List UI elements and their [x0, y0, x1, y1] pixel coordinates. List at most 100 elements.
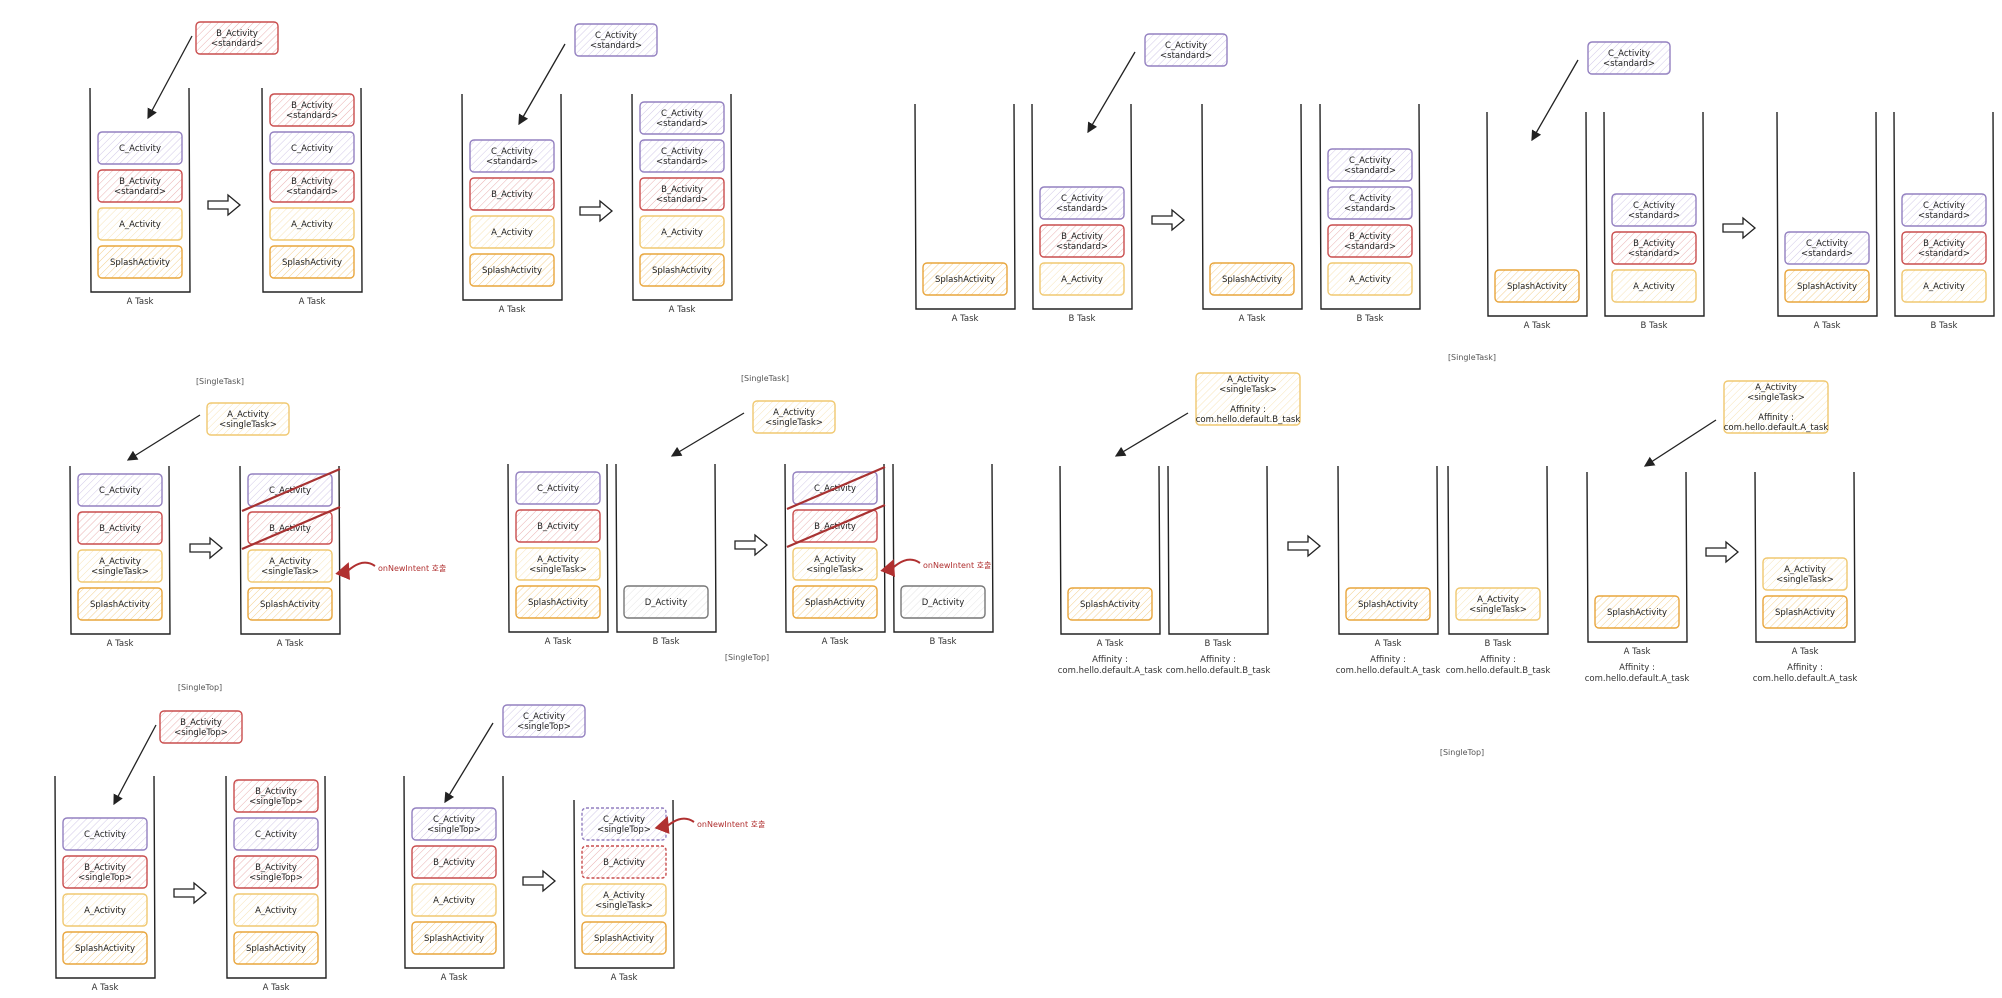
activity-card-bg [1195, 372, 1301, 426]
task-label: A Task [441, 973, 468, 983]
activity-card-bg [1039, 262, 1125, 296]
activity-label: <standard> [656, 157, 708, 167]
task-stack-outline [1167, 465, 1269, 635]
activity-label: <singleTop> [174, 728, 228, 738]
activity-card-splash: SplashActivity [1594, 595, 1680, 629]
activity-label: com.hello.default.B_task [1196, 415, 1301, 425]
task-affinity: Affinity : [1370, 655, 1406, 665]
activity-label: A_Activity [1633, 282, 1675, 292]
push-arrow [126, 414, 201, 461]
activity-card-a: A_Activity [97, 207, 183, 241]
activity-card-b: B_Activity<standard> [1611, 231, 1697, 265]
activity-card-splash: SplashActivity [97, 245, 183, 279]
on-new-intent-arrow [654, 816, 695, 834]
activity-label: C_Activity [1608, 49, 1650, 59]
task-stack-outline [239, 465, 341, 635]
activity-card-splash: SplashActivity [247, 587, 333, 621]
activity-card-bg [515, 509, 601, 543]
activity-card-bg [233, 817, 319, 851]
task-stack: B TaskC_Activity<standard>B_Activity<sta… [1893, 111, 1995, 331]
activity-card-a: A_Activity<singleTask> [581, 883, 667, 917]
activity-label: C_Activity [491, 147, 533, 157]
activity-card-bg [233, 779, 319, 813]
activity-card-bg [623, 585, 709, 619]
task-label: A Task [277, 639, 304, 649]
activity-label: <standard> [114, 187, 166, 197]
activity-label: A_Activity [1061, 275, 1103, 285]
activity-card-bg [1494, 269, 1580, 303]
activity-card-splash: SplashActivity [639, 253, 725, 287]
task-stack-outline [1337, 465, 1439, 635]
activity-card-bg [469, 177, 555, 211]
task-stack-outline [914, 103, 1016, 310]
task-label: A Task [1375, 639, 1402, 649]
activity-card-bg [1039, 224, 1125, 258]
activity-label: A_Activity [291, 220, 333, 230]
activity-label: <singleTask> [529, 565, 587, 575]
activity-label: B_Activity [1061, 232, 1103, 242]
activity-label: A_Activity [1349, 275, 1391, 285]
push-arrow [444, 722, 494, 804]
task-stack-outline [89, 87, 191, 293]
activity-card-a: A_Activity [62, 893, 148, 927]
activity-label: <standard> [590, 41, 642, 51]
activity-card-splash: SplashActivity [1762, 595, 1848, 629]
task-stack: B TaskC_Activity<standard>C_Activity<sta… [1319, 103, 1421, 324]
task-label: A Task [107, 639, 134, 649]
task-stack: A TaskC_ActivityB_ActivityA_Activity<sin… [239, 465, 341, 649]
task-stack: B TaskC_Activity<standard>B_Activity<sta… [1031, 103, 1133, 324]
activity-label: B_Activity [216, 29, 258, 39]
activity-card-splash: SplashActivity [1209, 262, 1295, 296]
activity-card-bg [639, 101, 725, 135]
task-stack-outline [507, 463, 609, 633]
task-stack: A TaskC_ActivityB_Activity<standard>A_Ac… [89, 87, 191, 307]
activity-label: B_Activity [537, 522, 579, 532]
activity-card-splash: SplashActivity [469, 253, 555, 287]
activity-label: <singleTask> [806, 565, 864, 575]
task-stack-outline [1059, 465, 1161, 635]
activity-card-a: A_Activity<singleTask> [77, 549, 163, 583]
activity-card-b: B_Activity<singleTop> [62, 855, 148, 889]
activity-label: <standard> [1056, 242, 1108, 252]
activity-card-bg [97, 245, 183, 279]
activity-card-bg [1455, 587, 1541, 621]
activity-card-a: A_Activity [269, 207, 355, 241]
push-arrow [1531, 59, 1579, 142]
activity-label: <standard> [1344, 204, 1396, 214]
task-stack: A TaskB_Activity<standard>C_ActivityB_Ac… [261, 87, 363, 307]
activity-card-bg [1345, 587, 1431, 621]
section-label-singletask: [SingleTask] [1448, 353, 1496, 362]
transition-arrow-icon [1287, 534, 1322, 558]
activity-card-splash: SplashActivity [1067, 587, 1153, 621]
push-arrow [670, 412, 745, 457]
on-new-intent-note: onNewIntent 호출 [697, 819, 765, 829]
transition-arrow-icon [1705, 540, 1740, 564]
activity-card-bg [792, 547, 878, 581]
activity-label: <singleTop> [249, 873, 303, 883]
activity-label: C_Activity [119, 144, 161, 154]
activity-label: B_Activity [255, 787, 297, 797]
task-stack-outline [225, 775, 327, 979]
activity-card-a: A_Activity [1901, 269, 1987, 303]
task-label: B Task [1069, 314, 1096, 324]
task-stack-outline [1776, 111, 1878, 317]
activity-card-c: C_Activity<standard> [574, 23, 658, 57]
task-stack-outline [1031, 103, 1133, 310]
activity-card-b: B_Activity<standard> [195, 21, 279, 55]
activity-label: D_Activity [645, 598, 688, 608]
removed-strike-line [241, 467, 341, 513]
activity-card-splash: SplashActivity [922, 262, 1008, 296]
activity-card-a: A_Activity [233, 893, 319, 927]
activity-label: <singleTask> [91, 567, 149, 577]
activity-card-d: D_Activity [900, 585, 986, 619]
activity-card-bg [77, 511, 163, 545]
activity-label: B_Activity [180, 718, 222, 728]
activity-label: SplashActivity [482, 266, 542, 276]
activity-card-b: B_Activity [411, 845, 497, 879]
on-new-intent-note: onNewIntent 호출 [923, 560, 991, 570]
activity-label: <singleTop> [597, 825, 651, 835]
activity-card-c: C_Activity [269, 131, 355, 165]
activity-label: A_Activity [1477, 595, 1519, 605]
